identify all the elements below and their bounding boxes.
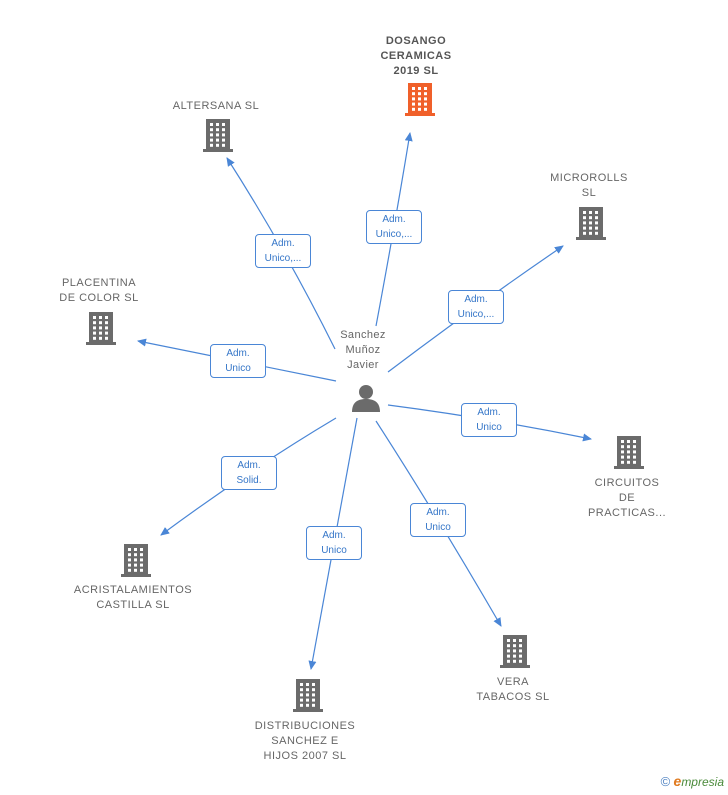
company-label-distribuciones[interactable]: DISTRIBUCIONES SANCHEZ E HIJOS 2007 SL <box>254 720 356 762</box>
company-label-circuitos[interactable]: CIRCUITOS DE PRACTICAS... <box>587 477 667 519</box>
person-icon[interactable] <box>351 384 381 414</box>
company-label-dosango[interactable]: DOSANGO CERAMICAS 2019 SL <box>380 35 452 77</box>
center-person-label[interactable]: Sanchez Muñoz Javier <box>340 329 386 371</box>
building-icon-microrolls[interactable] <box>575 206 607 242</box>
company-label-microrolls[interactable]: MICROROLLS SL <box>550 172 628 199</box>
company-label-placentina[interactable]: PLACENTINA DE COLOR SL <box>59 277 139 304</box>
copyright-symbol: © <box>660 774 671 789</box>
relation-label-acristalamientos[interactable]: Adm. Solid. <box>221 456 277 490</box>
relation-label-distribuciones[interactable]: Adm. Unico <box>306 526 362 560</box>
company-label-vera[interactable]: VERA TABACOS SL <box>476 676 550 703</box>
relation-label-dosango[interactable]: Adm. Unico,... <box>366 210 422 244</box>
relation-label-placentina[interactable]: Adm. Unico <box>210 344 266 378</box>
brand-logo-initial: e <box>673 773 682 789</box>
brand-logo-text: mpresia <box>681 775 724 789</box>
company-label-acristalamientos[interactable]: ACRISTALAMIENTOS CASTILLA SL <box>73 584 193 611</box>
building-icon-vera[interactable] <box>499 634 531 670</box>
relation-label-altersana[interactable]: Adm. Unico,... <box>255 234 311 268</box>
company-label-altersana[interactable]: ALTERSANA SL <box>172 100 260 112</box>
building-icon-distribuciones[interactable] <box>292 678 324 714</box>
relation-label-circuitos[interactable]: Adm. Unico <box>461 403 517 437</box>
building-icon-circuitos[interactable] <box>613 435 645 471</box>
building-icon-acristalamientos[interactable] <box>120 543 152 579</box>
brand-footer[interactable]: © empresia <box>661 773 724 789</box>
building-icon-placentina[interactable] <box>85 311 117 347</box>
relation-label-microrolls[interactable]: Adm. Unico,... <box>448 290 504 324</box>
relation-label-vera[interactable]: Adm. Unico <box>410 503 466 537</box>
building-icon-altersana[interactable] <box>202 118 234 154</box>
building-icon-dosango[interactable] <box>404 82 436 118</box>
